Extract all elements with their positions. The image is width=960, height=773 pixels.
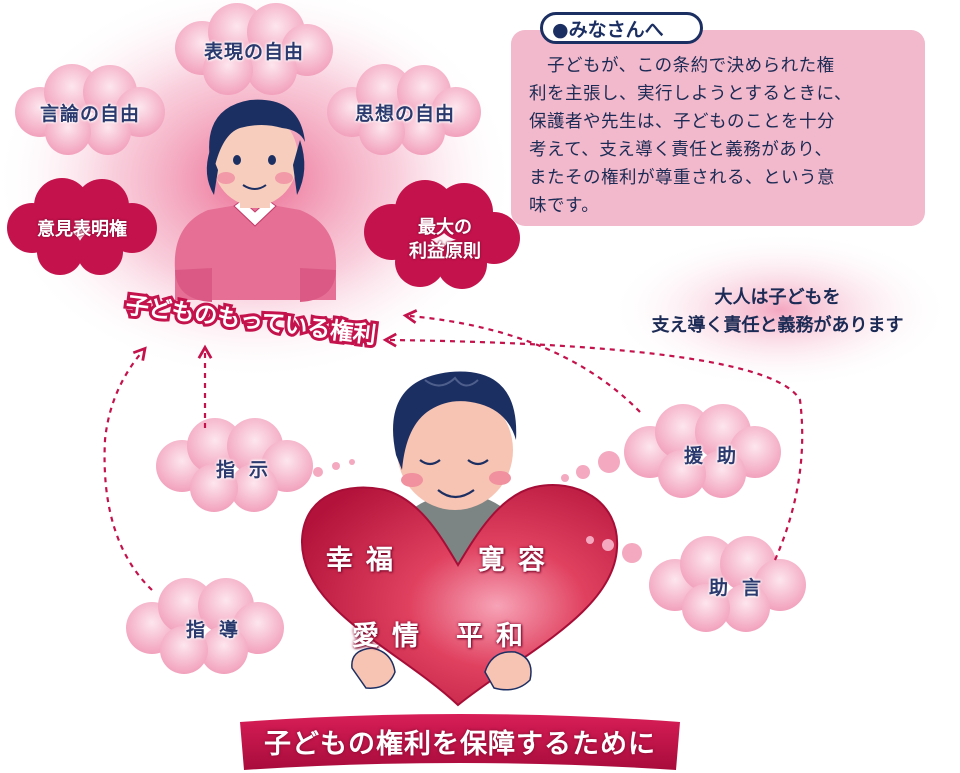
support-advice: 助言 [708,576,775,599]
cloud-instruction [156,418,313,512]
notice-body: 子どもが、この条約で決められた権 利を主張し、実行しようとするときに、 保護者や… [529,56,852,216]
heart-word-peace: 平和 [456,621,536,652]
right-best-interest-principle: 最大の 利益原則 [409,216,481,262]
footer-ribbon [240,714,680,770]
cloud-speech [15,64,165,155]
cloud-guidance [126,578,284,674]
heart-word-happiness: 幸福 [326,545,406,576]
adult-note-glow [610,232,950,388]
thought-bubble-dots [313,451,642,563]
right-freedom-of-expression: 表現の自由 [203,40,304,63]
notice-heading: ●みなさんへ [540,12,703,44]
guidance-arrows [103,309,804,591]
right-freedom-of-thought: 思想の自由 [354,102,455,125]
right-to-express-opinion: 意見表明権 [37,218,127,240]
support-assistance: 援助 [683,444,750,467]
cloud-opinion [7,178,157,275]
adult-hands [351,647,532,691]
cloud-best-interest [364,180,520,289]
cloud-advice [649,536,806,632]
notice-box [511,30,925,226]
adult-responsibility-note: 大人は子どもを 支え導く責任と義務があります [651,287,904,336]
right-freedom-of-speech: 言論の自由 [39,102,140,125]
support-instruction: 指示 [215,458,282,481]
heart-word-tolerance: 寛容 [478,545,558,576]
cloud-thought [327,64,481,155]
heart-shape [300,484,619,707]
cloud-expression [175,3,333,95]
cloud-assistance [624,404,781,498]
child-figure [174,99,337,302]
heart-word-affection: 愛情 [352,621,432,652]
support-guidance: 指導 [185,618,252,641]
footer-title: 子どもの権利を保障するために [264,728,656,760]
